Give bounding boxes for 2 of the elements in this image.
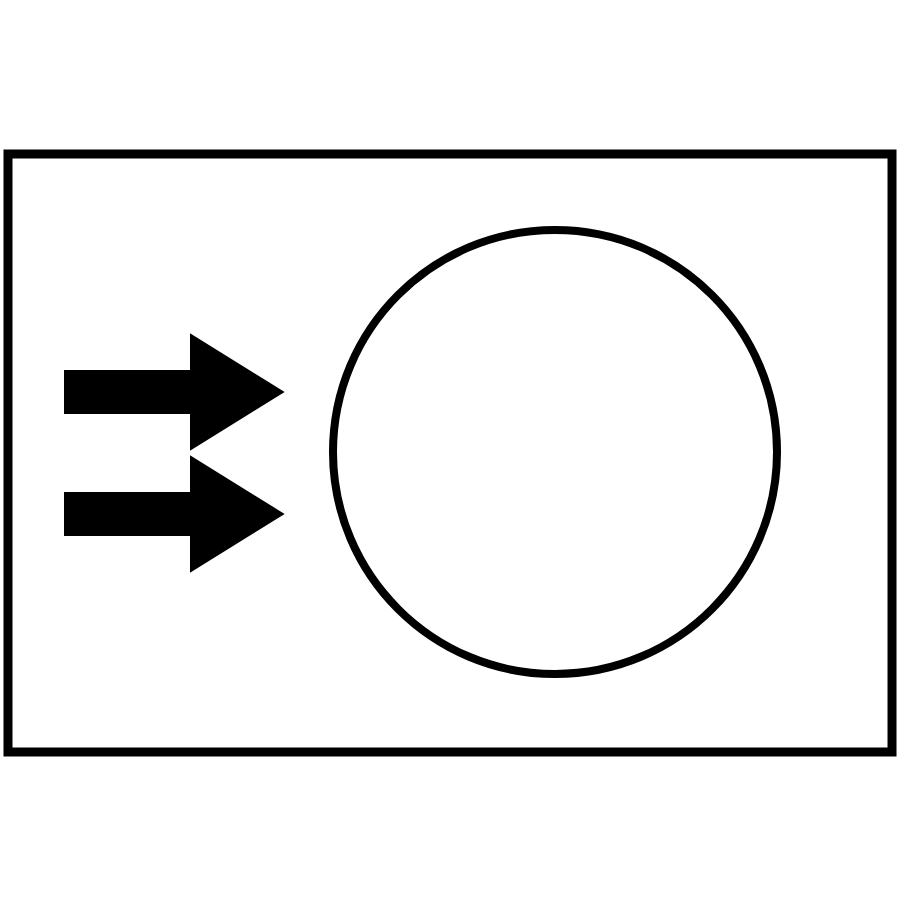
circle: [329, 226, 781, 678]
frame-box: [3, 149, 897, 757]
